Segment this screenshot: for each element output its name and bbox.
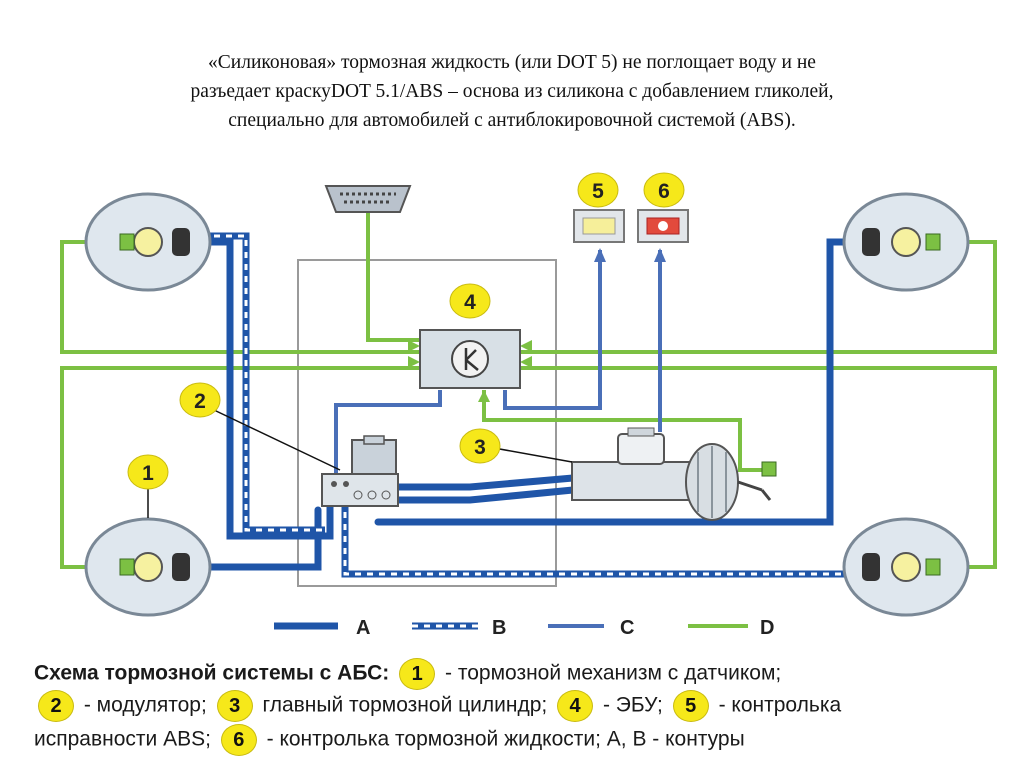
badge-2: 2 (179, 382, 221, 418)
title-line-2: разъедает краскуDOT 5.1/ABS – основа из … (190, 81, 834, 102)
title: «Силиконовая» тормозная жидкость (или DO… (60, 48, 964, 135)
legend-b-label: B (492, 617, 506, 639)
master-cylinder (571, 427, 777, 521)
legend-c-label: C (620, 617, 634, 639)
caption-line-2: 2 - модулятор; 3 главный тормозной цилин… (34, 690, 841, 722)
caption-text-5: - контролька (718, 693, 842, 717)
svg-text:2: 2 (194, 390, 206, 413)
caption-text-7: - контролька тормозной жидкости; А, В - … (266, 727, 745, 751)
brake-fluid-warning-lamp (637, 209, 689, 243)
svg-text:5: 5 (592, 180, 604, 203)
legend-d-label: D (760, 617, 774, 639)
leader-lines (147, 409, 573, 518)
wheel-front-right (842, 192, 970, 292)
badge-1: 1 (127, 454, 169, 490)
wheel-front-left (84, 192, 212, 292)
svg-text:1: 1 (142, 462, 154, 485)
control-wires (334, 250, 662, 480)
caption-line-3: исправности ABS; 6 - контролька тормозно… (34, 724, 745, 756)
control-arrows (594, 248, 666, 262)
badge-6: 6 (643, 172, 685, 208)
abs-warning-lamp (573, 209, 625, 243)
caption-badge-1: 1 (399, 658, 436, 690)
caption-text-6: исправности ABS; (34, 727, 211, 751)
diagnostic-connector (324, 185, 412, 213)
wheel-rear-left (84, 517, 212, 617)
caption-badge-5: 5 (672, 690, 709, 722)
title-line-1: «Силиконовая» тормозная жидкость (или DO… (208, 52, 816, 73)
caption-text-1: - тормозной механизм с датчиком; (445, 661, 782, 685)
badge-3: 3 (459, 428, 501, 464)
caption-badge-3: 3 (216, 690, 253, 722)
caption-text-3: главный тормозной цилиндр; (262, 693, 548, 717)
caption-line-1: Схема тормозной системы с АБС: 1 - тормо… (34, 658, 781, 690)
svg-text:6: 6 (658, 180, 670, 203)
svg-text:4: 4 (464, 291, 476, 314)
modulator-frame (297, 259, 557, 587)
caption-badge-6: 6 (220, 724, 257, 756)
title-line-3: специально для автомобилей с антиблокиро… (228, 110, 796, 131)
ecu-block (419, 329, 521, 389)
modulator (321, 435, 399, 507)
brake-circuit-a (174, 238, 872, 571)
wheel-rear-right (842, 517, 970, 617)
badge-5: 5 (577, 172, 619, 208)
sensor-arrows (408, 340, 532, 402)
legend: A B C D (274, 617, 774, 639)
svg-text:3: 3 (474, 436, 486, 459)
caption-badge-2: 2 (38, 690, 74, 722)
legend-a-label: A (356, 617, 370, 639)
caption-badge-4: 4 (557, 690, 594, 722)
caption-text-2: - модулятор; (83, 693, 207, 717)
badge-4: 4 (449, 283, 491, 319)
caption-text-4: - ЭБУ; (602, 693, 663, 717)
brake-circuit-b (178, 232, 870, 578)
caption-heading: Схема тормозной системы с АБС: (34, 661, 390, 685)
